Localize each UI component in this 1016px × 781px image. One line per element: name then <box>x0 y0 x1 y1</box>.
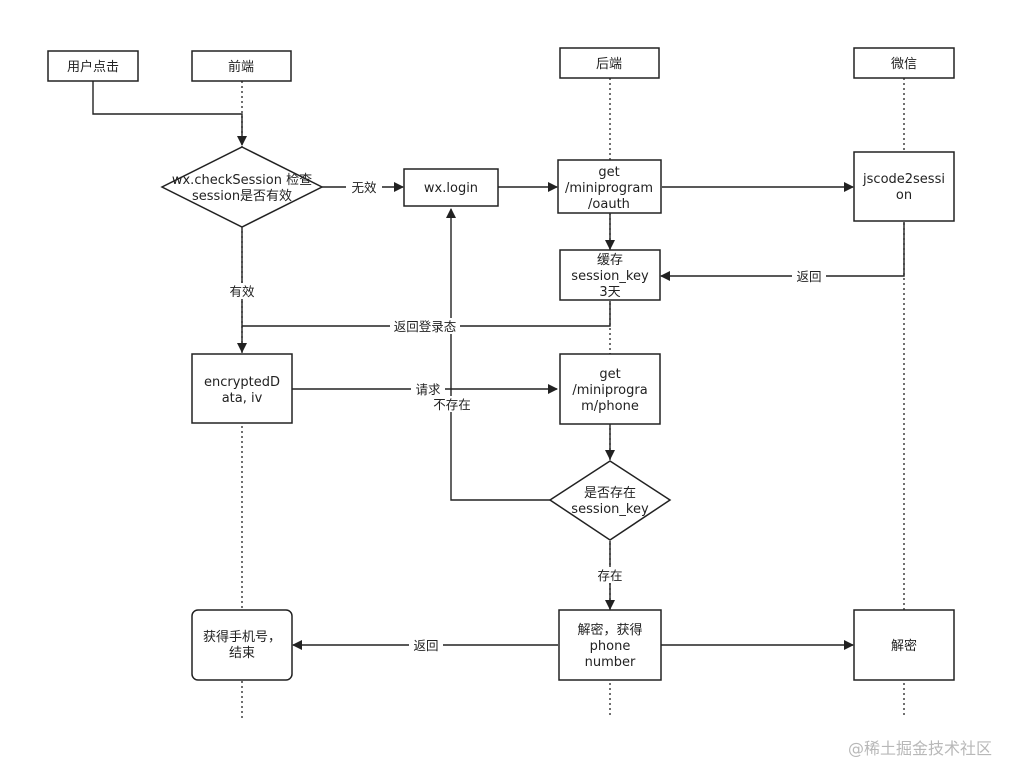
encrypted-line-1: encryptedD <box>204 375 280 390</box>
get-oauth-line-2: /miniprogram <box>565 181 653 196</box>
get-phone-line-2: /miniprogra <box>572 383 647 398</box>
edge-label-invalid: 无效 <box>346 179 382 195</box>
key-exists-line-1: 是否存在 <box>584 486 636 501</box>
edge-click-to-check <box>92 81 247 146</box>
lane-frontend-label: 前端 <box>228 59 254 75</box>
get-oauth-line-3: /oauth <box>588 197 630 212</box>
wx-login-box: wx.login <box>403 168 499 207</box>
encrypted-line-2: ata, iv <box>222 391 263 406</box>
edge-label-return-2: 返回 <box>409 637 443 653</box>
got-phone-line-1: 获得手机号， <box>203 629 281 645</box>
edge-label-not-exist-text: 不存在 <box>433 397 471 412</box>
edge-label-valid: 有效 <box>226 283 258 299</box>
cache-line-2: session_key <box>571 269 649 284</box>
edge-label-not-exist: 不存在 <box>429 396 475 412</box>
decrypt-backend-line-2: phone <box>590 639 631 654</box>
decrypt-backend-box: 解密，获得 phone number <box>558 609 662 681</box>
get-phone-line-3: m/phone <box>581 399 639 414</box>
jscode2session-line-2: on <box>896 188 912 203</box>
encrypted-data-box: encryptedD ata, iv <box>191 353 293 424</box>
lane-user-click-label: 用户点击 <box>67 59 119 75</box>
edge-label-return-1: 返回 <box>792 268 826 284</box>
key-exists-diamond: 是否存在 session_key <box>548 460 672 541</box>
edge-not-exist <box>446 208 550 501</box>
cache-line-3: 3天 <box>599 285 620 300</box>
lane-wechat-label: 微信 <box>891 57 917 72</box>
edge-label-request-text: 请求 <box>415 382 441 397</box>
edge-label-return-login-state: 返回登录态 <box>390 318 460 334</box>
edge-jscode-return <box>660 222 905 281</box>
jscode2session-box: jscode2sessi on <box>853 151 955 222</box>
decrypt-wechat-box: 解密 <box>853 609 955 681</box>
check-session-diamond: wx.checkSession 检查 session是否有效 <box>160 146 324 228</box>
lane-frontend: 前端 <box>191 50 292 82</box>
watermark-text: @稀土掘金技术社区 <box>848 739 992 758</box>
edge-label-return-1-text: 返回 <box>796 269 821 284</box>
edge-label-invalid-text: 无效 <box>351 180 377 195</box>
lane-backend: 后端 <box>559 47 660 79</box>
edge-label-exist: 存在 <box>594 567 626 583</box>
check-session-line-2: session是否有效 <box>192 189 292 204</box>
lane-user-click: 用户点击 <box>47 50 139 82</box>
get-oauth-box: get /miniprogram /oauth <box>557 159 662 214</box>
check-session-line-1: wx.checkSession 检查 <box>172 173 312 188</box>
cache-session-key-box: 缓存 session_key 3天 <box>559 249 661 301</box>
get-oauth-line-1: get <box>598 165 619 180</box>
decrypt-backend-line-3: number <box>585 655 636 670</box>
cache-line-1: 缓存 <box>597 253 623 268</box>
got-phone-box: 获得手机号， 结束 <box>191 609 293 681</box>
decrypt-backend-line-1: 解密，获得 <box>577 622 642 638</box>
edge-label-request: 请求 <box>411 381 445 397</box>
edge-return-login-state <box>242 301 611 327</box>
jscode2session-line-1: jscode2sessi <box>862 172 945 187</box>
got-phone-line-2: 结束 <box>229 646 255 661</box>
decrypt-wechat-label: 解密 <box>891 638 917 654</box>
key-exists-line-2: session_key <box>571 502 649 517</box>
edge-label-valid-text: 有效 <box>229 284 255 299</box>
edge-label-return-2-text: 返回 <box>413 638 438 653</box>
edge-label-return-login-state-text: 返回登录态 <box>394 319 457 334</box>
wx-login-label: wx.login <box>424 181 478 196</box>
edge-label-exist-text: 存在 <box>597 568 622 583</box>
lane-wechat: 微信 <box>853 47 955 79</box>
lane-backend-label: 后端 <box>596 57 622 72</box>
get-phone-box: get /miniprogra m/phone <box>559 353 661 425</box>
get-phone-line-1: get <box>599 367 620 382</box>
